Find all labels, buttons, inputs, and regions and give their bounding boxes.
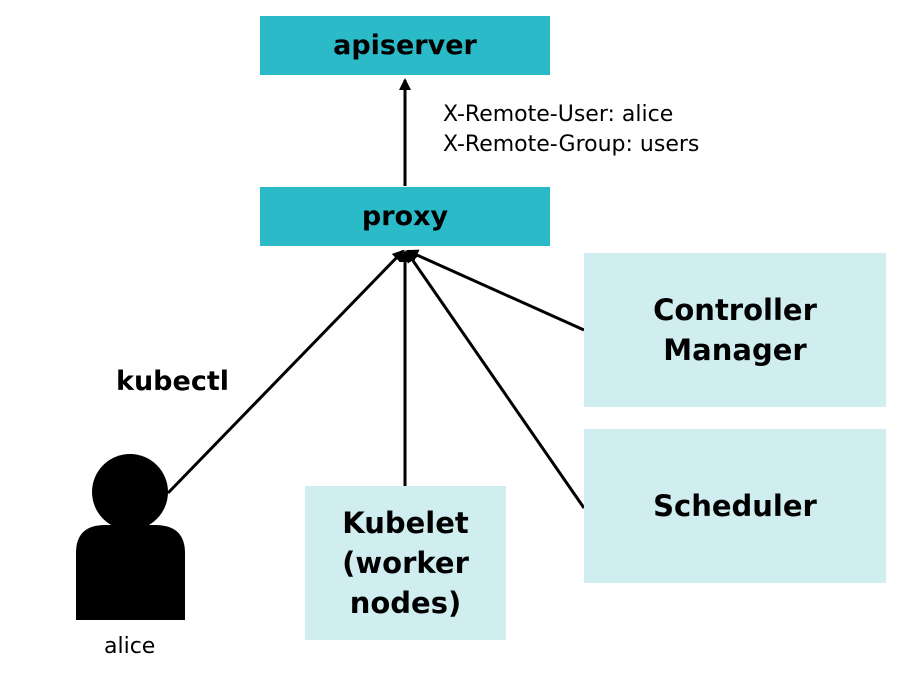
controller-manager-to-proxy-arrow xyxy=(406,249,585,332)
proxy-label: proxy xyxy=(361,201,449,232)
kubelet-label: Kubelet (worker nodes) xyxy=(342,506,469,620)
apiserver-box: apiserver xyxy=(260,16,550,75)
scheduler-box: Scheduler xyxy=(584,429,886,583)
auth-headers: X-Remote-User: alice X-Remote-Group: use… xyxy=(443,100,699,160)
remote-user-header: X-Remote-User: alice xyxy=(443,102,674,127)
controller-manager-box: Controller Manager xyxy=(584,253,886,407)
proxy-box: proxy xyxy=(260,187,550,246)
user-name-label: alice xyxy=(104,634,156,659)
controller-manager-label: Controller Manager xyxy=(653,293,817,367)
person-icon xyxy=(76,454,185,620)
kubectl-label: kubectl xyxy=(116,366,229,397)
remote-group-header: X-Remote-Group: users xyxy=(443,132,700,157)
scheduler-to-proxy-arrow xyxy=(405,250,586,509)
scheduler-label: Scheduler xyxy=(653,489,817,523)
apiserver-label: apiserver xyxy=(333,30,477,61)
kubelet-box: Kubelet (worker nodes) xyxy=(305,486,506,640)
kubectl-to-proxy-arrow xyxy=(166,249,405,495)
